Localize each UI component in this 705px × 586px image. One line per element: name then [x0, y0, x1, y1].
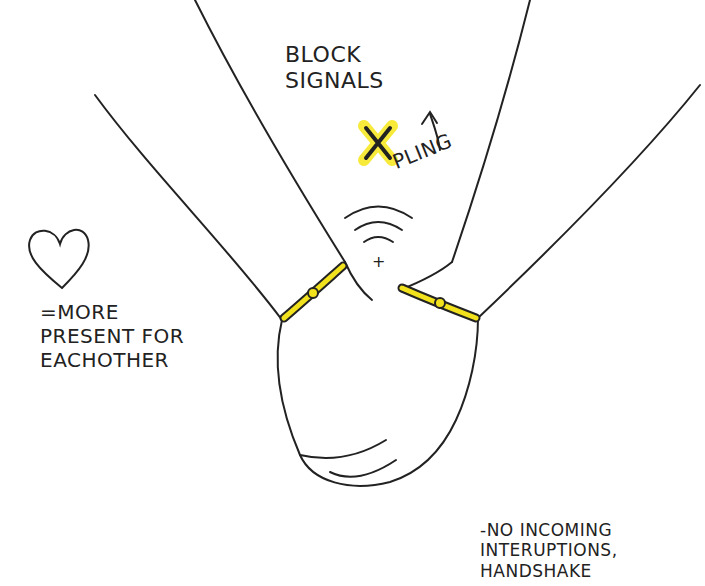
- note-label: BLOCK SIGNALS: [285, 42, 405, 95]
- right-arm-outline: [452, 0, 530, 262]
- left-arm-outline: [195, 0, 345, 262]
- signal-arc: [364, 237, 393, 242]
- bracelet-clasp: [308, 288, 318, 298]
- bracelet-clasp: [435, 298, 445, 308]
- hand-outline: [278, 318, 478, 486]
- block-cross: [366, 128, 390, 158]
- right-arm-outline: [478, 85, 700, 318]
- bracelet-outline: [284, 266, 343, 318]
- sound-label: PLING: [389, 122, 472, 174]
- highlight: [364, 126, 392, 160]
- thumb-line: [345, 262, 372, 300]
- note-label: -NO INCOMING INTERUPTIONS, HANDSHAKE: [480, 520, 670, 581]
- heart-symbol: [29, 230, 89, 288]
- finger-line: [330, 460, 396, 477]
- signal-arc: [355, 222, 402, 230]
- signal-arc: [345, 207, 412, 219]
- bracelet: [402, 288, 476, 318]
- arrow-head: [422, 112, 437, 124]
- button-mark: +: [372, 252, 392, 271]
- note-label: =MORE PRESENT FOR EACHOTHER: [40, 300, 212, 372]
- left-arm-outline: [95, 95, 282, 320]
- bracelet: [284, 266, 343, 318]
- finger-line: [300, 440, 386, 458]
- bracelet-outline: [402, 288, 476, 318]
